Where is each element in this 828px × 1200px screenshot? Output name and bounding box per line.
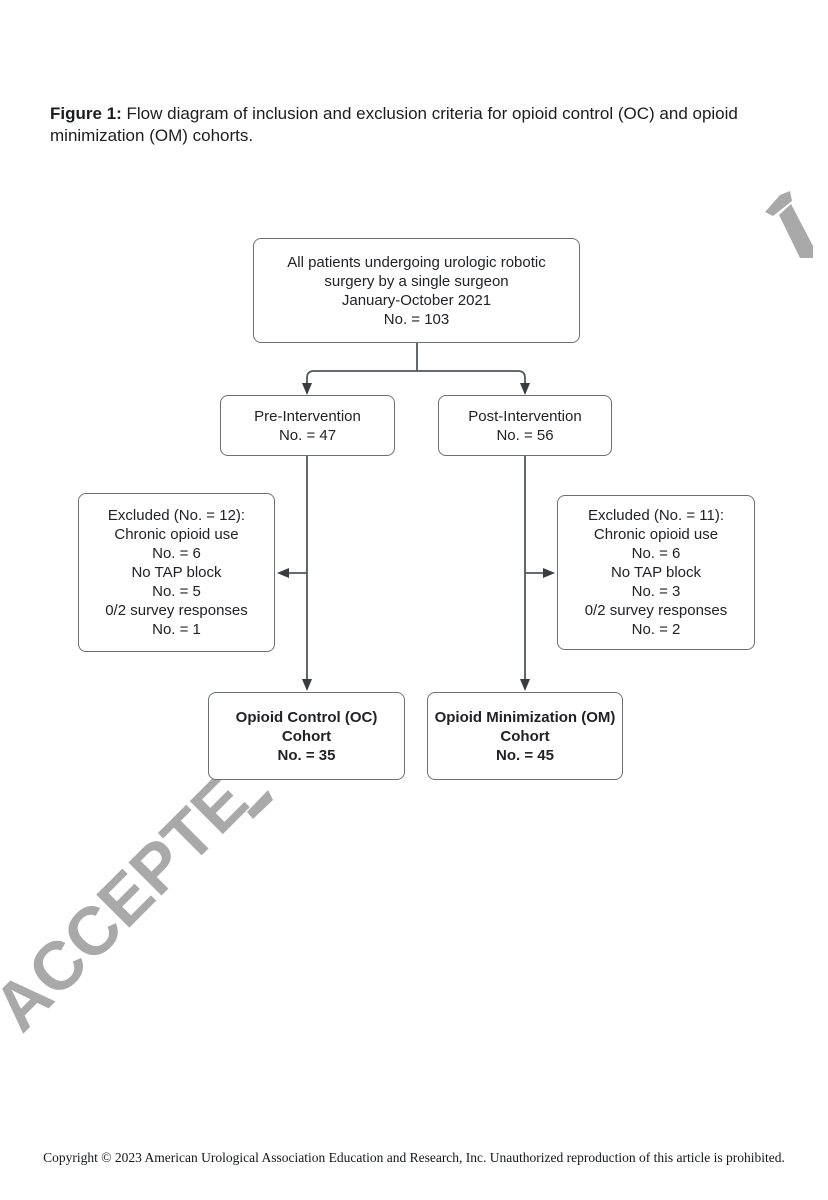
- node-excluded-right: Excluded (No. = 11): Chronic opioid use …: [557, 495, 755, 650]
- node-line: Excluded (No. = 12):: [107, 507, 246, 524]
- node-line: Excluded (No. = 11):: [587, 507, 725, 524]
- watermark-letter-fragment: [247, 790, 273, 819]
- node-line: Cohort: [281, 727, 332, 745]
- node-line: Cohort: [500, 727, 550, 745]
- watermark-corner-glyph-bar: [765, 191, 792, 216]
- node-line: 0/2 survey responses: [105, 602, 248, 619]
- node-line: No TAP block: [610, 564, 702, 581]
- node-line: No. = 1: [152, 621, 201, 638]
- arrowhead-oc: [302, 679, 312, 691]
- node-line: No. = 6: [631, 545, 681, 562]
- node-line: January-October 2021: [341, 291, 492, 309]
- node-line: No. = 103: [383, 310, 450, 328]
- watermark-corner-glyph: [765, 191, 813, 258]
- node-line: No. = 2: [631, 621, 681, 638]
- node-post-intervention: Post-Intervention No. = 56: [438, 395, 612, 456]
- node-oc-cohort: Opioid Control (OC) Cohort No. = 35: [208, 692, 405, 780]
- node-line: No. = 35: [277, 746, 336, 764]
- node-line: No. = 56: [496, 426, 554, 444]
- node-all-patients: All patients undergoing urologic robotic…: [253, 238, 580, 343]
- node-line: Chronic opioid use: [114, 526, 239, 543]
- node-pre-intervention: Pre-Intervention No. = 47: [220, 395, 395, 456]
- node-line: No. = 45: [496, 746, 554, 764]
- arrowhead-pre: [302, 383, 312, 395]
- copyright-footer: Copyright © 2023 American Urological Ass…: [43, 1150, 785, 1165]
- arrowhead-excluded-right: [543, 568, 555, 578]
- figure-caption: Figure 1: Flow diagram of inclusion and …: [50, 103, 766, 147]
- node-line: No TAP block: [131, 564, 222, 581]
- node-line: Opioid Minimization (OM): [434, 708, 616, 726]
- arrowhead-excluded-left: [277, 568, 289, 578]
- node-excluded-left: Excluded (No. = 12): Chronic opioid use …: [78, 493, 275, 652]
- watermark-corner-glyph-stem: [779, 204, 813, 258]
- connector-split: [306, 370, 526, 386]
- node-line: surgery by a single surgeon: [324, 272, 509, 290]
- node-line: Chronic opioid use: [593, 526, 719, 543]
- node-line: No. = 47: [278, 426, 337, 444]
- node-line: 0/2 survey responses: [584, 602, 728, 619]
- node-line: Post-Intervention: [468, 407, 582, 425]
- node-line: All patients undergoing urologic robotic: [287, 253, 546, 271]
- node-om-cohort: Opioid Minimization (OM) Cohort No. = 45: [427, 692, 623, 780]
- figure-caption-text: Flow diagram of inclusion and exclusion …: [50, 104, 738, 145]
- figure-caption-label: Figure 1:: [50, 104, 122, 123]
- node-line: No. = 6: [152, 545, 201, 562]
- arrowhead-post: [520, 383, 530, 395]
- node-line: Pre-Intervention: [254, 407, 361, 425]
- node-line: Opioid Control (OC): [235, 708, 378, 726]
- node-line: No. = 5: [152, 583, 201, 600]
- node-line: No. = 3: [631, 583, 681, 600]
- arrowhead-om: [520, 679, 530, 691]
